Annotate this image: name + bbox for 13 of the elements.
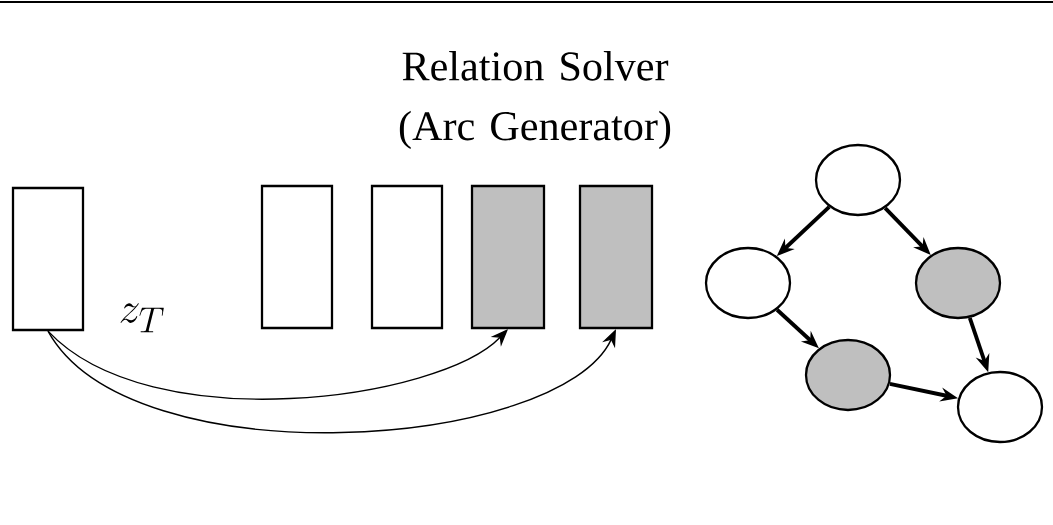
graph-node: [914, 246, 1002, 320]
vector-bar: [11, 186, 85, 332]
graph-node: [956, 370, 1044, 444]
vector-bar: [260, 184, 334, 330]
vector-label: $z_T$: [120, 303, 164, 333]
title: Relation Solver (Arc Generator): [399, 51, 671, 149]
vector-bar: [470, 184, 546, 330]
graph-node: [804, 338, 892, 412]
vector-bar: [370, 184, 444, 330]
arrow: [47, 329, 508, 400]
graph-node: [704, 246, 792, 320]
vector-bar: [578, 184, 654, 330]
graph-node: [814, 143, 902, 217]
